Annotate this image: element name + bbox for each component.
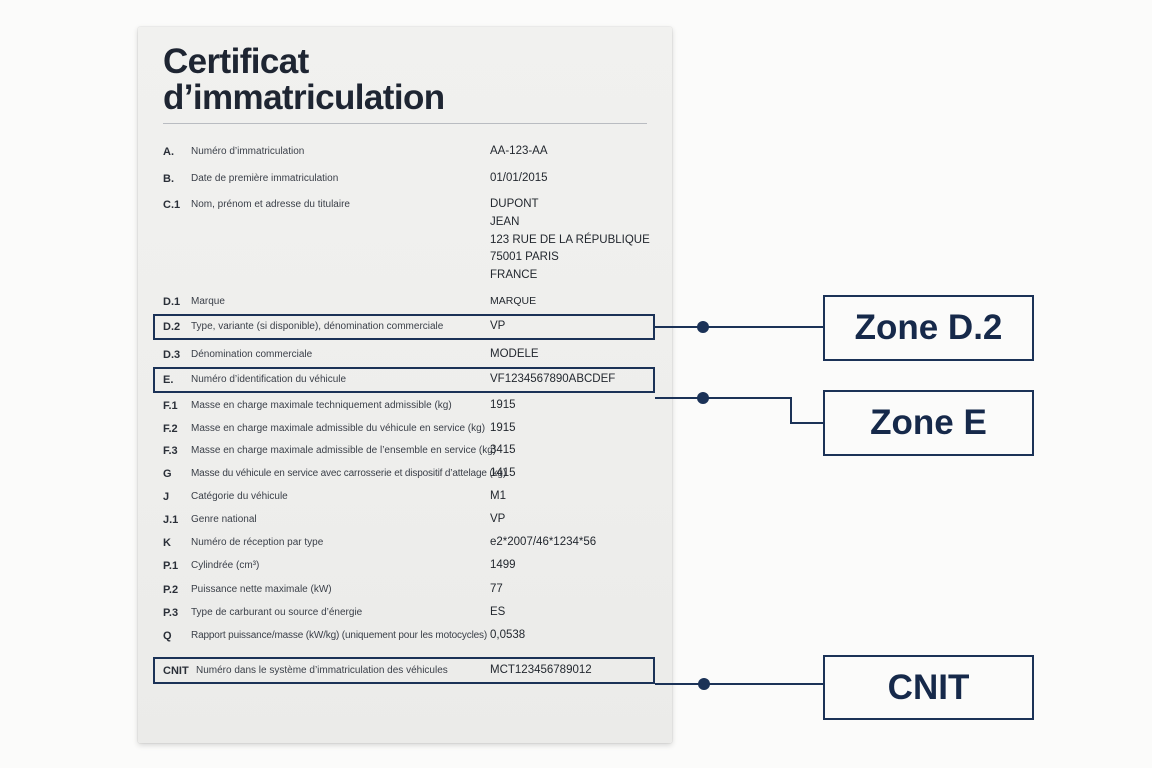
field-code-c1: C.1 — [163, 199, 181, 211]
field-label-q: Rapport puissance/masse (kW/kg) (uniquem… — [191, 630, 488, 641]
connector-line-e — [655, 397, 823, 424]
highlight-box-d2 — [153, 314, 655, 340]
field-value-j1: VP — [490, 513, 506, 525]
field-code-j1: J.1 — [163, 514, 179, 526]
title-line-1: Certificat — [163, 42, 309, 81]
connector-dot-cnit — [698, 678, 710, 690]
field-code-p2: P.2 — [163, 584, 179, 596]
field-value-d3: MODELE — [490, 348, 539, 360]
field-code-b: B. — [163, 173, 174, 185]
document-title: Certificat d’immatriculation — [163, 44, 445, 116]
field-code-k: K — [163, 537, 171, 549]
callout-zone-d2: Zone D.2 — [823, 295, 1034, 361]
highlight-box-e — [153, 367, 655, 393]
field-value-c1: DUPONT JEAN 123 RUE DE LA RÉPUBLIQUE 750… — [490, 196, 650, 285]
field-label-b: Date de première immatriculation — [191, 173, 339, 184]
field-label-f2: Masse en charge maximale admissible du v… — [191, 423, 486, 434]
field-value-j: M1 — [490, 490, 506, 502]
field-value-a: AA-123-AA — [490, 145, 548, 157]
field-value-f3: 3415 — [490, 444, 516, 456]
title-divider — [163, 123, 647, 124]
callout-zone-e-label: Zone E — [870, 403, 987, 442]
callout-cnit-label: CNIT — [887, 667, 970, 707]
field-code-cnit: CNIT — [163, 665, 189, 677]
field-value-f1: 1915 — [490, 399, 516, 411]
field-value-d2: VP — [490, 320, 506, 332]
field-label-f3: Masse en charge maximale admissible de l… — [191, 445, 497, 456]
field-label-d3: Dénomination commerciale — [191, 349, 313, 360]
field-value-e: VF1234567890ABCDEF — [490, 373, 616, 385]
highlight-box-cnit — [153, 657, 655, 684]
holder-street: 123 RUE DE LA RÉPUBLIQUE — [490, 233, 650, 246]
field-code-p1: P.1 — [163, 560, 179, 572]
title-line-2: d’immatriculation — [163, 78, 445, 117]
field-label-j1: Genre national — [191, 514, 257, 525]
holder-city: 75001 PARIS — [490, 251, 559, 264]
field-code-f1: F.1 — [163, 400, 178, 412]
field-label-a: Numéro d’immatriculation — [191, 146, 305, 157]
field-value-p1: 1499 — [490, 559, 516, 571]
field-label-p3: Type de carburant ou source d’énergie — [191, 607, 363, 618]
field-value-f2: 1915 — [490, 422, 516, 434]
field-label-k: Numéro de réception par type — [191, 537, 324, 548]
field-label-c1: Nom, prénom et adresse du titulaire — [191, 199, 350, 210]
field-label-d1: Marque — [191, 296, 225, 307]
holder-surname: DUPONT — [490, 198, 539, 210]
field-code-q: Q — [163, 630, 172, 642]
field-code-j: J — [163, 491, 170, 503]
callout-zone-e: Zone E — [823, 390, 1034, 456]
registration-certificate — [138, 27, 672, 743]
field-label-p2: Puissance nette maximale (kW) — [191, 584, 332, 595]
holder-firstname: JEAN — [490, 215, 520, 228]
field-code-e: E. — [163, 374, 174, 386]
field-label-g: Masse du véhicule en service avec carros… — [191, 468, 507, 479]
field-label-f1: Masse en charge maximale techniquement a… — [191, 400, 452, 411]
field-code-g: G — [163, 468, 172, 480]
field-value-q: 0,0538 — [490, 629, 526, 641]
field-code-d2: D.2 — [163, 321, 181, 333]
field-value-d1: MARQUE — [490, 295, 537, 307]
field-code-f3: F.3 — [163, 445, 178, 457]
field-label-d2: Type, variante (si disponible), dénomina… — [191, 321, 444, 332]
field-value-cnit: MCT123456789012 — [490, 664, 592, 676]
field-value-g: 1415 — [490, 467, 516, 479]
field-value-b: 01/01/2015 — [490, 172, 548, 184]
connector-dot-e — [697, 392, 709, 404]
field-value-p3: ES — [490, 606, 506, 618]
field-code-d3: D.3 — [163, 349, 181, 361]
callout-cnit: CNIT — [823, 655, 1034, 720]
connector-dot-d2 — [697, 321, 709, 333]
holder-country: FRANCE — [490, 269, 538, 282]
field-label-e: Numéro d’identification du véhicule — [191, 374, 347, 385]
field-label-cnit: Numéro dans le système d’immatriculation… — [196, 665, 448, 676]
field-value-k: e2*2007/46*1234*56 — [490, 536, 597, 548]
field-label-j: Catégorie du véhicule — [191, 491, 288, 502]
field-code-a: A. — [163, 146, 174, 158]
field-code-f2: F.2 — [163, 423, 178, 435]
field-label-p1: Cylindrée (cm³) — [191, 560, 260, 571]
field-value-p2: 77 — [490, 583, 503, 595]
callout-zone-d2-label: Zone D.2 — [854, 308, 1003, 347]
field-code-p3: P.3 — [163, 607, 179, 619]
field-code-d1: D.1 — [163, 296, 181, 308]
